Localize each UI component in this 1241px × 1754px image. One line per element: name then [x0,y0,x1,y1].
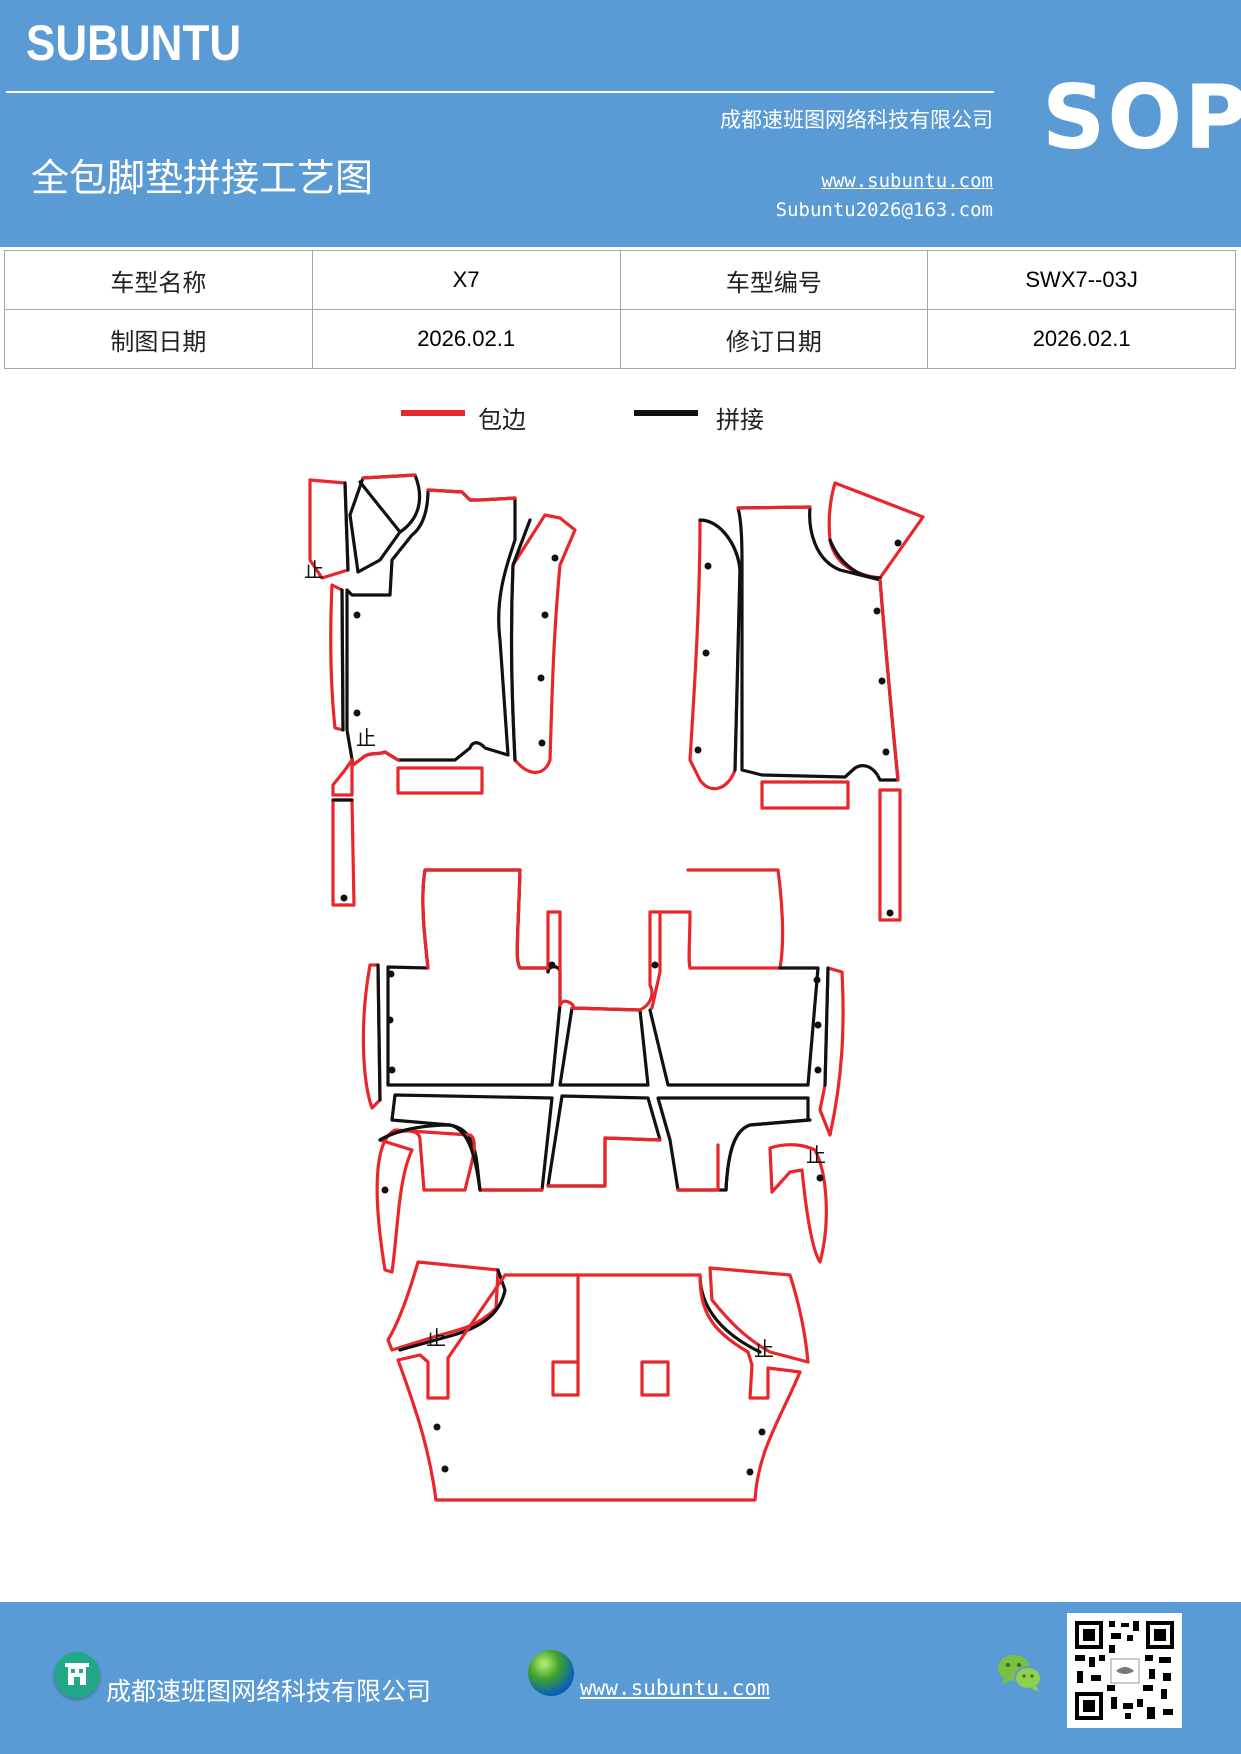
model-code-value: SWX7--03J [927,250,1236,310]
revise-date-label: 修订日期 [619,309,929,369]
front-left-main-mat [345,488,517,767]
middle-lower-right-flap [768,1143,828,1264]
qr-code [1067,1613,1182,1728]
middle-center-tunnel [558,1006,650,1087]
globe-icon [528,1650,574,1696]
front-left-left-strip [329,583,345,732]
revise-date-value: 2026.02.1 [927,309,1236,369]
legend: 包边 拼接 [0,398,1241,438]
stop-marks: 止 止 止 止 止 [304,558,826,1361]
footer-website-link[interactable]: www.subuntu.com [580,1676,770,1700]
header-banner: SUBUNTU 成都速班图网络科技有限公司 全包脚垫拼接工艺图 www.subu… [0,0,1241,247]
model-code-label: 车型编号 [619,250,929,310]
front-left-upper-panel [348,473,422,574]
front-right-heel-pad [760,780,850,810]
middle-right-outer-strip [818,966,845,1137]
email-address: Subuntu2026@163.com [775,199,993,221]
stop-mark: 止 [754,1337,774,1361]
draw-date-label: 制图日期 [4,309,313,369]
rear-right-wheel-flap [708,1266,810,1364]
front-left-side-flap [308,478,350,580]
model-name-value: X7 [311,250,621,310]
front-left-heel-pad [396,766,484,795]
stop-mark: 止 [304,558,324,582]
table-row: 车型名称 X7 车型编号 SWX7--03J [4,250,1236,310]
company-name: 成都速班图网络科技有限公司 [720,108,993,132]
info-table: 车型名称 X7 车型编号 SWX7--03J 制图日期 2026.02.1 修订… [4,250,1236,369]
sop-badge: SOP [1042,66,1241,169]
middle-lower-left-flap [375,1128,476,1274]
front-right-main-mat [736,505,900,782]
legend-edge-label: 包边 [478,406,526,434]
front-right-side-flap [827,481,925,580]
front-left-right-strip [509,513,577,774]
legend-edge-swatch [401,410,465,416]
middle-right-seat-mat [650,868,785,1010]
stop-mark: 止 [356,726,376,750]
middle-left-outer-strip [361,963,382,1110]
brand-logo: SUBUNTU [26,15,242,71]
footer-company: 成都速班图网络科技有限公司 [106,1677,432,1706]
front-left-lower-strip [331,798,356,907]
legend-splice-label: 拼接 [716,406,764,434]
fastener-dots [340,539,902,1476]
header-divider [6,91,994,93]
rear-left-wheel-flap [386,1260,500,1352]
website-link[interactable]: www.subuntu.com [821,170,993,192]
model-name-label: 车型名称 [4,250,313,310]
rear-left-slot [551,1360,580,1397]
middle-left-seat-mat [386,868,562,1087]
rear-main-mat [396,1273,802,1502]
draw-date-value: 2026.02.1 [311,309,621,369]
document-title: 全包脚垫拼接工艺图 [31,156,374,200]
front-right-lower-strip [878,788,902,922]
legend-splice-swatch [634,410,698,416]
table-row: 制图日期 2026.02.1 修订日期 2026.02.1 [4,309,1236,369]
stop-mark: 止 [426,1326,446,1350]
middle-lower-left-panel [390,1093,554,1192]
wechat-icon[interactable] [996,1652,1044,1694]
rear-right-slot [640,1360,670,1397]
stop-mark: 止 [806,1143,826,1167]
floor-mat-diagram: 止 止 止 止 止 [304,473,925,1502]
building-icon [54,1652,100,1698]
footer-banner: 成都速班图网络科技有限公司 www.subuntu.com [0,1602,1241,1754]
